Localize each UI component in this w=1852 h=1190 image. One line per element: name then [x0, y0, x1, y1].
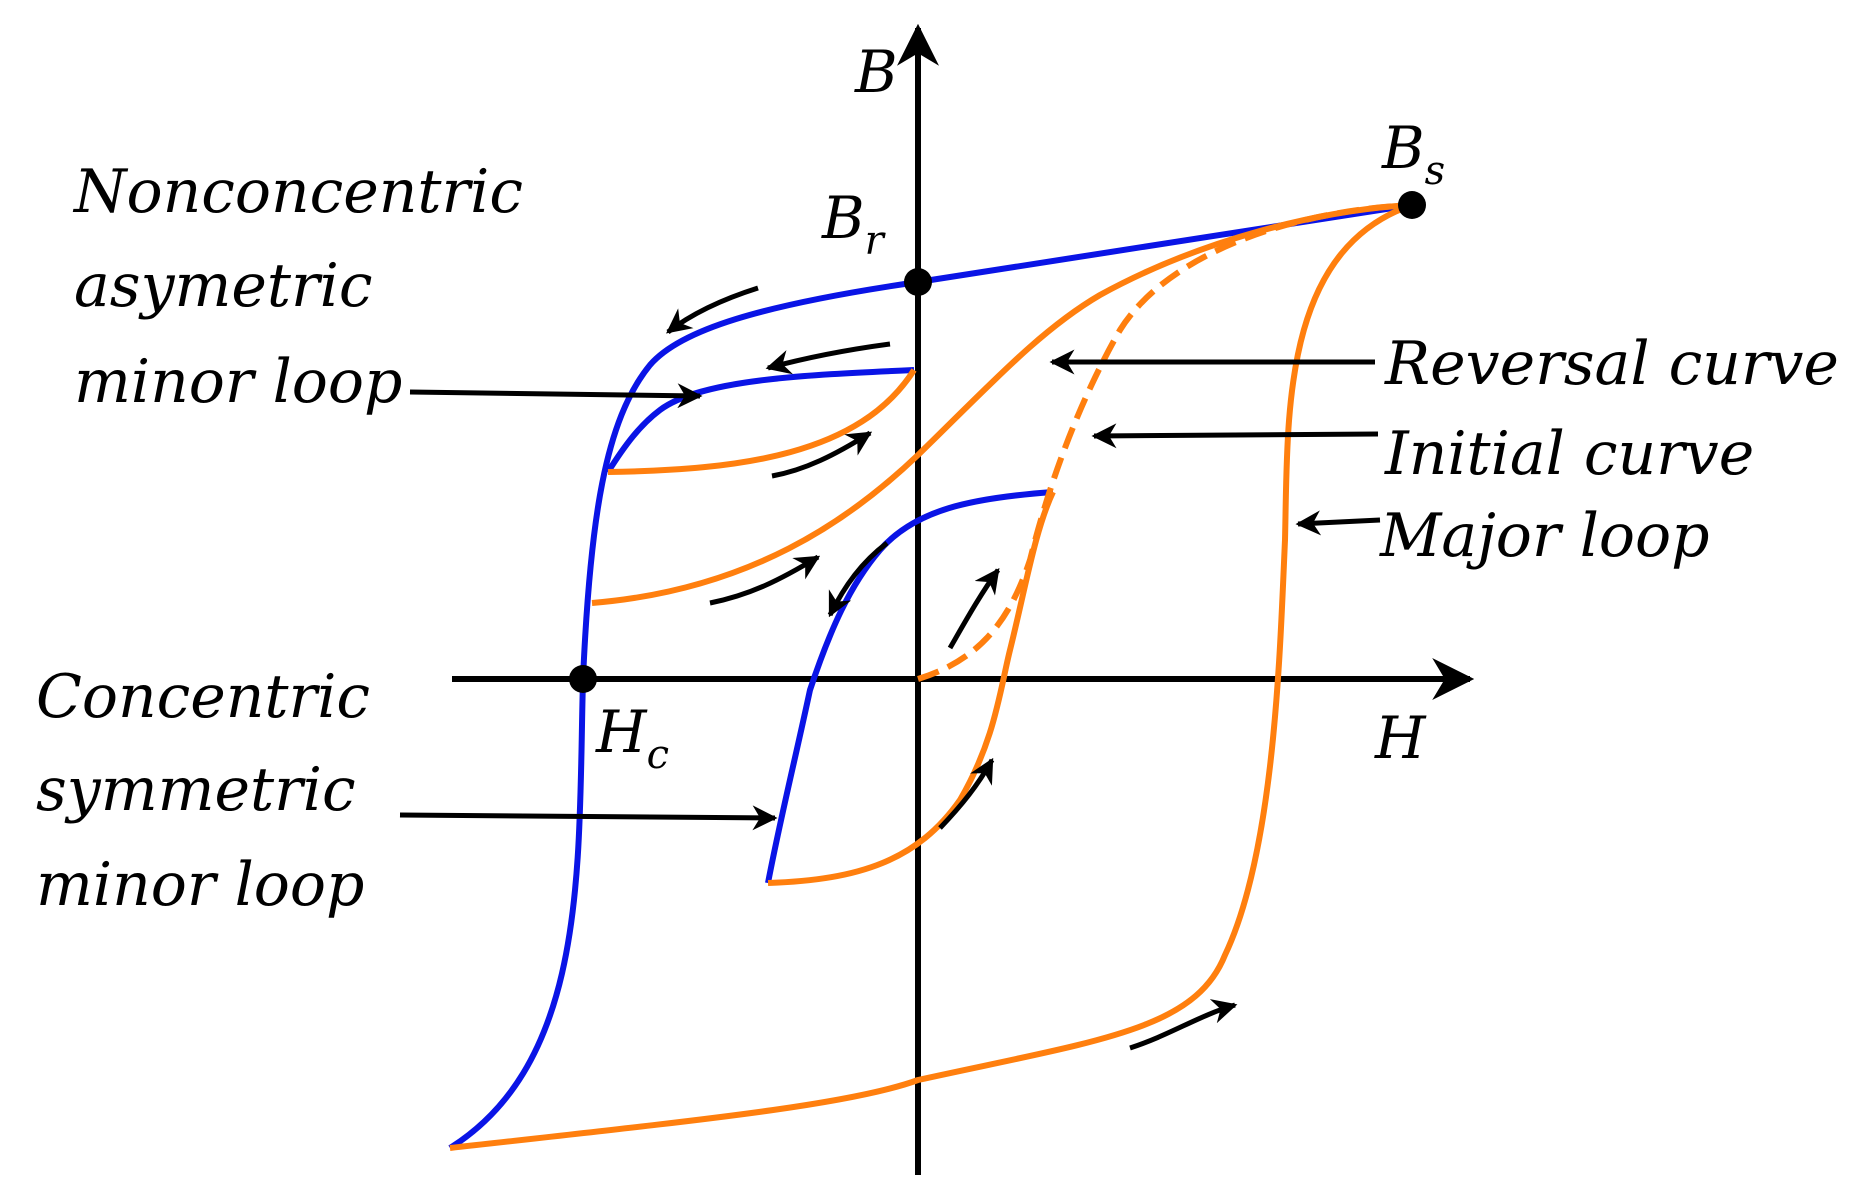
- direction-arrow: [765, 341, 891, 375]
- initial-curve: [917, 202, 1413, 682]
- major-loop-ascending-branch: [449, 202, 1413, 1151]
- major-loop-label: Major loop: [1379, 501, 1710, 571]
- direction-arrow: [1129, 999, 1238, 1051]
- direction-arrow: [666, 285, 759, 334]
- pointer-major: [1295, 510, 1381, 536]
- coercivity-label: Hc: [595, 698, 669, 778]
- nonconcentric-label-line-1: Nonconcentric: [72, 157, 523, 227]
- concentric-loop-descending: [765, 489, 1054, 884]
- major-loop-descending-branch: [448, 202, 1413, 1151]
- direction-arrow: [947, 567, 1001, 650]
- direction-arrow: [827, 541, 889, 618]
- remanence-point: [904, 268, 932, 296]
- pointer-concentric: [399, 805, 778, 831]
- nonconcentric-loop-ascending: [607, 368, 917, 475]
- nonconcentric-label-line-2: asymetric: [74, 251, 372, 321]
- nonconcentric-label-line-3: minor loop: [74, 347, 402, 417]
- direction-arrow: [709, 554, 821, 606]
- initial-curve-label: Initial curve: [1384, 419, 1754, 489]
- y-axis-label: B: [854, 38, 898, 106]
- concentric-label-line-2: symmetric: [36, 755, 356, 825]
- remanence-label: Br: [821, 184, 887, 264]
- concentric-label-line-1: Concentric: [36, 662, 370, 732]
- x-axis-label: H: [1374, 704, 1427, 772]
- concentric-label-line-3: minor loop: [36, 850, 364, 920]
- saturation-label: Bs: [1381, 114, 1445, 194]
- pointer-nonconcentric: [409, 383, 703, 409]
- coercivity-point: [569, 665, 597, 693]
- saturation-point: [1398, 191, 1426, 219]
- reversal-curve-label: Reversal curve: [1384, 329, 1839, 399]
- direction-arrow: [938, 757, 995, 830]
- direction-arrow: [771, 430, 873, 479]
- pointer-initial: [1091, 423, 1379, 449]
